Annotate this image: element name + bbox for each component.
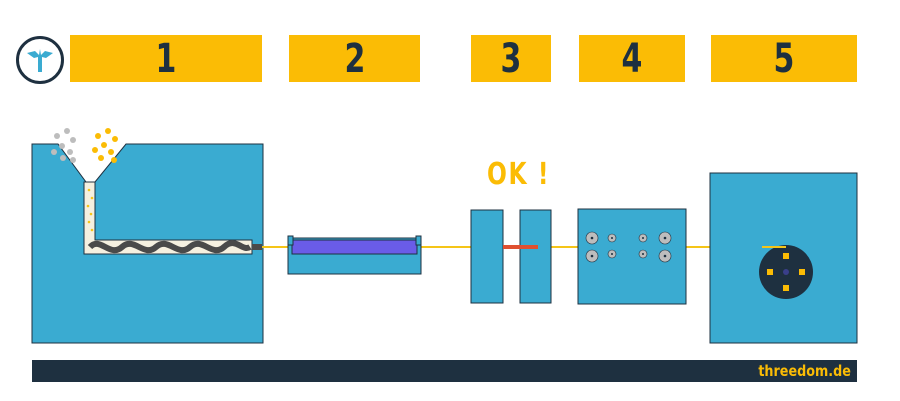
cooling-water — [291, 239, 418, 255]
step-2-box: 2 — [289, 35, 420, 82]
measure-beam — [503, 245, 538, 249]
nozzle — [252, 244, 262, 250]
step-5-box: 5 — [711, 35, 857, 82]
granulate-yellow-icon — [92, 128, 118, 163]
step-3-box: 3 — [471, 35, 551, 82]
step-1-box: 1 — [70, 35, 262, 82]
step-4-label: 4 — [621, 35, 643, 82]
screw-icon — [87, 240, 252, 254]
spool-icon — [759, 245, 813, 299]
threedom-logo-icon — [16, 36, 64, 84]
step-4-box: 4 — [579, 35, 685, 82]
footer-bar: threedom.de — [32, 360, 857, 382]
step-3-label: 3 — [500, 35, 522, 82]
quality-ok-label: OK ! — [487, 157, 551, 192]
step-5-label: 5 — [773, 35, 795, 82]
step-2-label: 2 — [344, 35, 365, 82]
measure-block-right — [519, 209, 552, 304]
measure-block-left — [470, 209, 504, 304]
step-1-label: 1 — [155, 35, 177, 82]
granulate-grey-icon — [51, 128, 76, 163]
footer-site-link[interactable]: threedom.de — [758, 362, 851, 380]
